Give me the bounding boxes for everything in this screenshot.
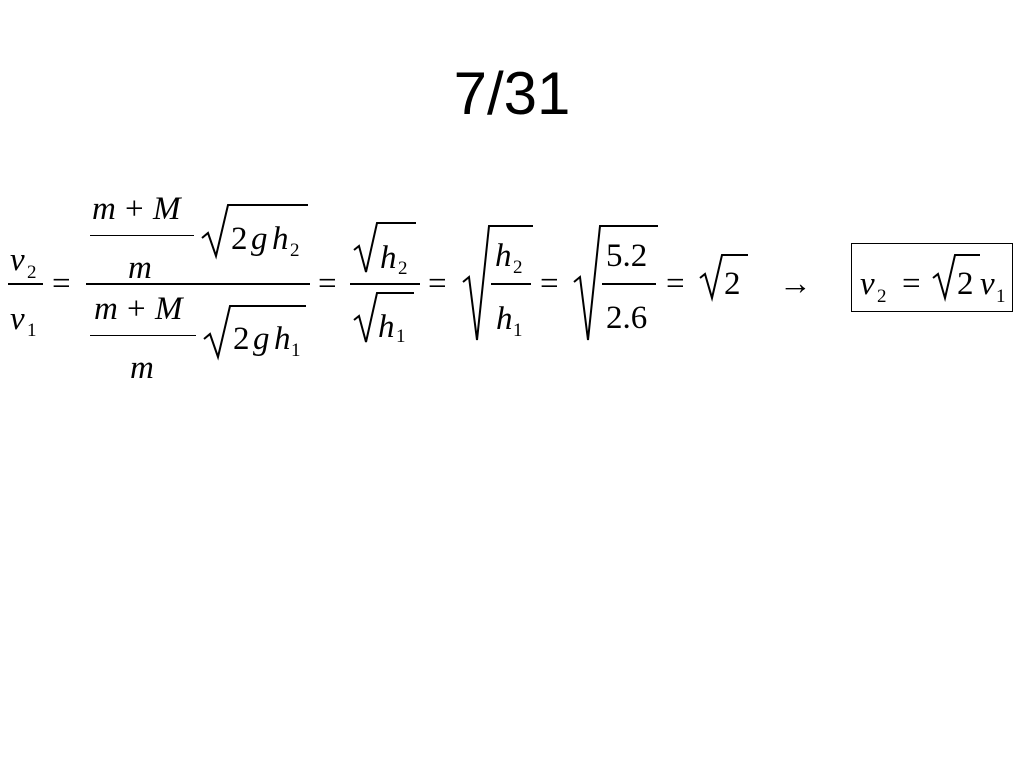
sqrt-icon — [201, 204, 308, 260]
num-h: h — [272, 221, 289, 257]
num-m: m — [92, 191, 116, 227]
v2-subscript: 2 — [27, 262, 37, 283]
result-v2-subscript: 2 — [877, 286, 887, 307]
num-g: g — [251, 221, 268, 257]
num-plus: + — [125, 191, 144, 227]
result-v1-subscript: 1 — [996, 286, 1006, 307]
value-5-2: 5.2 — [606, 238, 648, 274]
sqrt-h1-var: h — [378, 309, 395, 345]
result-box — [851, 243, 1013, 312]
frac-h2-subscript: 2 — [513, 257, 523, 278]
sqrt-icon — [462, 225, 533, 341]
frac-h1-var: h — [496, 301, 513, 337]
v-fraction-bar — [8, 283, 43, 285]
sqrt-h2-var: h — [380, 240, 397, 276]
num-denominator-m: m — [128, 250, 152, 286]
right-arrow-icon: → — [779, 266, 812, 302]
value-fraction-bar — [602, 283, 656, 285]
equals-sign-2: = — [318, 266, 337, 302]
sqrt-h1-subscript: 1 — [396, 326, 406, 347]
sqrt-fraction-bar — [350, 283, 420, 285]
num-two: 2 — [231, 221, 248, 257]
sqrt-icon — [573, 225, 658, 341]
equals-sign-4: = — [540, 266, 559, 302]
main-fraction-bar — [86, 283, 310, 285]
h-fraction-bar — [491, 283, 531, 285]
sqrt-icon — [353, 292, 414, 343]
result-v2-var: v — [860, 266, 875, 302]
den-h-subscript: 1 — [291, 340, 301, 361]
den-denominator-m: m — [130, 350, 154, 386]
den-two: 2 — [233, 321, 250, 357]
equals-sign-3: = — [428, 266, 447, 302]
den-h: h — [274, 321, 291, 357]
result-equals-sign: = — [902, 266, 921, 302]
result-sqrt-two: 2 — [957, 266, 974, 302]
value-2-6: 2.6 — [606, 300, 648, 336]
v2-var: v — [10, 242, 25, 278]
den-M: M — [155, 291, 183, 327]
equals-sign-1: = — [52, 266, 71, 302]
slide-title: 7/31 — [453, 60, 571, 127]
num-inner-bar — [90, 235, 194, 236]
sqrt-icon — [932, 254, 980, 302]
equals-sign-5: = — [666, 266, 685, 302]
sqrt-two-value: 2 — [724, 266, 741, 302]
den-inner-bar — [90, 335, 196, 336]
num-M: M — [153, 191, 181, 227]
result-v1-var: v — [980, 266, 995, 302]
sqrt-icon — [353, 222, 416, 273]
frac-h1-subscript: 1 — [513, 320, 523, 341]
num-h-subscript: 2 — [290, 240, 300, 261]
sqrt-h2-subscript: 2 — [398, 258, 408, 279]
sqrt-icon — [699, 254, 748, 302]
frac-h2-var: h — [495, 238, 512, 274]
den-m: m — [94, 291, 118, 327]
den-g: g — [253, 321, 270, 357]
den-plus: + — [127, 291, 146, 327]
sqrt-icon — [203, 305, 306, 361]
v1-var: v — [10, 301, 25, 337]
v1-subscript: 1 — [27, 320, 37, 341]
